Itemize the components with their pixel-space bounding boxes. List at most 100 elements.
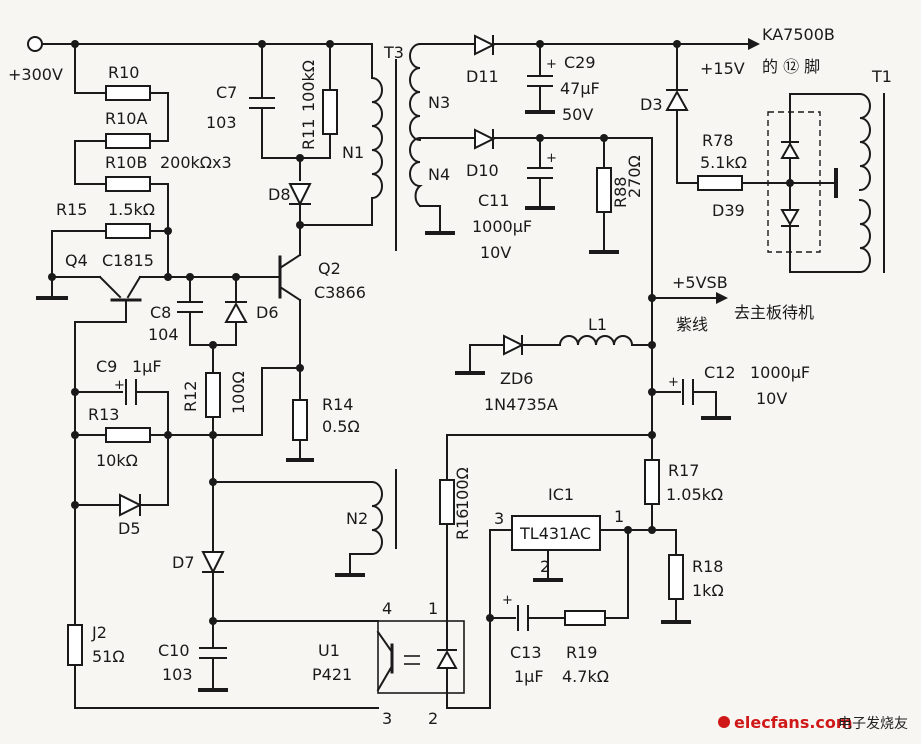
label-c11-value: 1000μF	[472, 217, 532, 236]
label-n1: N1	[342, 143, 364, 162]
r78-resistor	[697, 175, 743, 191]
label-r13-value: 10kΩ	[96, 451, 138, 470]
label-u1-pin1: 1	[428, 599, 438, 618]
q4-transistor	[98, 275, 142, 323]
elecfans-logo-icon	[718, 716, 730, 728]
label-u1-pin3: 3	[382, 709, 392, 728]
label-d3: D3	[640, 95, 663, 114]
label-u1-pin2: 2	[428, 709, 438, 728]
label-d6: D6	[256, 303, 279, 322]
r11-resistor	[322, 89, 338, 135]
label-d8: D8	[268, 185, 291, 204]
label-j2: J2	[91, 623, 107, 642]
label-r19: R19	[566, 643, 597, 662]
label-ic1-pin3: 3	[494, 509, 504, 528]
r16-resistor	[439, 479, 455, 525]
label-r10: R10	[108, 63, 139, 82]
d11-diode	[474, 34, 496, 56]
d6-diode	[224, 301, 248, 323]
label-wire-color: 紫线	[676, 315, 708, 334]
label-c7-value: 103	[206, 113, 237, 132]
label-c13: C13	[510, 643, 542, 662]
label-c10-value: 103	[162, 665, 193, 684]
label-r11-value: 100kΩ	[299, 60, 318, 112]
t1-winding-b	[858, 198, 871, 274]
label-r78-value: 5.1kΩ	[700, 153, 747, 172]
label-n3: N3	[428, 93, 450, 112]
r10b-resistor	[105, 176, 151, 192]
r10-resistor	[105, 85, 151, 101]
label-r14: R14	[322, 395, 353, 414]
label-r12-value: 100Ω	[229, 371, 248, 414]
label-r17-value: 1.05kΩ	[666, 485, 723, 504]
label-c8-value: 104	[148, 325, 179, 344]
label-r10b: R10B	[105, 153, 147, 172]
label-to-board: 去主板待机	[734, 303, 814, 322]
n3-winding	[409, 42, 422, 142]
d5-diode	[119, 493, 143, 517]
label-u1-pin4: 4	[382, 599, 392, 618]
label-r18: R18	[692, 557, 723, 576]
label-r13: R13	[88, 405, 119, 424]
label-t3: T3	[383, 43, 404, 62]
j2-resistor	[67, 624, 83, 666]
label-ic1: IC1	[548, 485, 574, 504]
label-r10a: R10A	[105, 109, 147, 128]
label-r16: R16	[453, 509, 472, 540]
label-ic1-pin2: 2	[540, 557, 550, 576]
label-vsb: +5VSB	[672, 273, 728, 292]
label-q2-type: C3866	[314, 283, 366, 302]
d3-diode	[665, 89, 689, 111]
n4-winding	[409, 136, 423, 208]
r10a-resistor	[105, 133, 151, 149]
r13-resistor	[105, 427, 151, 443]
t1-winding-a	[858, 92, 871, 192]
label-r17: R17	[668, 461, 699, 480]
label-c9-value: 1μF	[132, 357, 162, 376]
label-c12-plus: +	[668, 375, 679, 390]
label-r78: R78	[702, 131, 733, 150]
hv-terminal	[27, 36, 43, 52]
r18-resistor	[668, 554, 684, 600]
label-c13-value: 1μF	[514, 667, 544, 686]
label-c7: C7	[216, 83, 237, 102]
watermark-site: elecfans.com	[734, 713, 853, 732]
label-hv: +300V	[8, 65, 63, 84]
label-c11-plus: +	[546, 151, 557, 166]
label-c13-plus: +	[502, 593, 513, 608]
label-c9-plus: +	[114, 378, 125, 393]
label-ic1-pin1: 1	[614, 507, 624, 526]
d8-diode	[288, 183, 312, 207]
label-l1: L1	[588, 315, 607, 334]
label-u1: U1	[318, 641, 340, 660]
label-d39: D39	[712, 201, 745, 220]
r12-resistor	[205, 372, 221, 418]
n2-winding	[370, 480, 383, 556]
label-q4-type: C1815	[102, 251, 154, 270]
zd6-zener	[503, 334, 525, 356]
label-ic1-type: TL431AC	[519, 524, 591, 543]
label-c29-voltage: 50V	[562, 105, 593, 124]
ic1-tl431	[511, 515, 601, 551]
label-d11: D11	[466, 67, 499, 86]
label-c11-voltage: 10V	[480, 243, 511, 262]
label-c11: C11	[478, 191, 510, 210]
r88-resistor	[596, 167, 612, 213]
d10-diode	[474, 128, 496, 150]
label-t1: T1	[871, 67, 892, 86]
label-d5: D5	[118, 519, 141, 538]
l1-inductor	[558, 335, 634, 347]
label-d7: D7	[172, 553, 195, 572]
label-r16-value: 100Ω	[453, 467, 472, 510]
label-r88: R88	[611, 177, 630, 208]
label-r15: R15	[56, 200, 87, 219]
label-n2: N2	[346, 509, 368, 528]
label-q2: Q2	[318, 259, 341, 278]
label-c12: C12	[704, 363, 736, 382]
q2-transistor	[278, 253, 302, 302]
r19-resistor	[564, 610, 606, 626]
label-pin12-note: 的 ⑫ 脚	[762, 57, 820, 76]
label-zd6-type: 1N4735A	[484, 395, 558, 414]
watermark-cn: 电子发烧友	[838, 716, 908, 732]
